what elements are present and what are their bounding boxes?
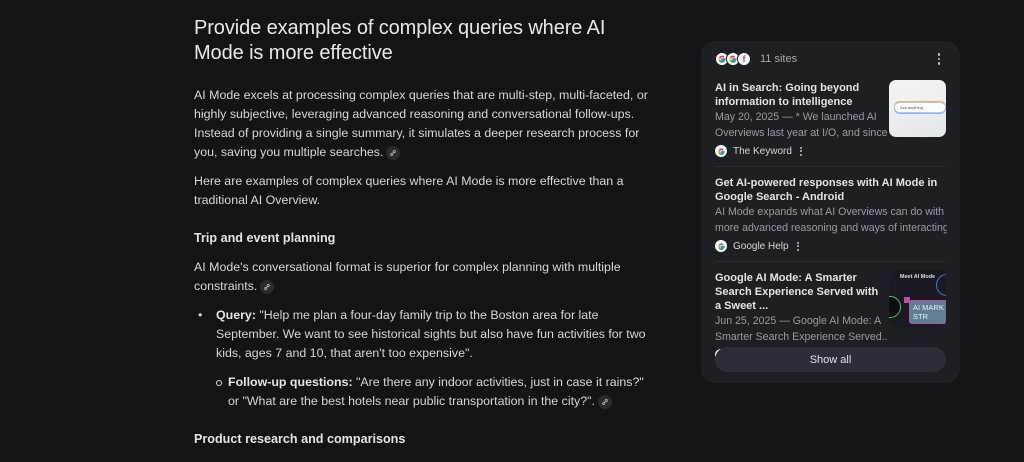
link-icon bbox=[390, 149, 397, 156]
link-icon bbox=[264, 283, 271, 290]
source-snippet: Smarter Search Experience Served... bbox=[715, 330, 887, 343]
query-label: Query: bbox=[216, 308, 256, 322]
source-footer: Google Help bbox=[715, 240, 946, 252]
followup-label: Follow-up questions: bbox=[228, 375, 353, 389]
query-list: Query: "Help me plan a four-day family t… bbox=[194, 306, 654, 411]
examples-intro: Here are examples of complex queries whe… bbox=[194, 174, 624, 207]
source-snippet: AI Mode expands what AI Overviews can do… bbox=[715, 206, 945, 218]
source-options-icon[interactable] bbox=[796, 241, 799, 251]
link-icon bbox=[602, 398, 608, 405]
thumbnail-searchbar: Ask anything bbox=[894, 102, 946, 113]
cyberlicious-favicon-icon: f bbox=[737, 52, 751, 66]
source-snippet: Overviews last year at I/O, and since... bbox=[715, 126, 887, 139]
source-snippet: Jun 25, 2025 — Google AI Mode: A bbox=[715, 315, 882, 327]
thumbnail-decoration bbox=[904, 297, 910, 303]
google-favicon-icon bbox=[715, 240, 727, 252]
source-thumbnail[interactable]: Ask anything bbox=[889, 80, 946, 137]
source-name: Google Help bbox=[733, 240, 789, 252]
page-title: Provide examples of complex queries wher… bbox=[194, 17, 606, 64]
source-title[interactable]: Get AI-powered responses with AI Mode in… bbox=[715, 177, 938, 203]
show-all-button[interactable]: Show all bbox=[715, 347, 946, 372]
more-options-icon[interactable] bbox=[932, 52, 946, 66]
source-thumbnail[interactable]: Meet AI Mode AI MARK STR bbox=[889, 270, 946, 327]
source-favicons: f bbox=[715, 52, 751, 66]
google-favicon-icon bbox=[715, 145, 727, 157]
section-heading-product: Product research and comparisons bbox=[194, 432, 406, 446]
source-card[interactable]: AI in Search: Going beyond information t… bbox=[715, 77, 946, 167]
source-title[interactable]: Google AI Mode: A Smarter Search Experie… bbox=[715, 272, 879, 312]
citation-link-button[interactable] bbox=[386, 145, 401, 160]
thumbnail-decoration bbox=[889, 296, 901, 318]
source-title[interactable]: AI in Search: Going beyond information t… bbox=[715, 82, 860, 108]
citation-link-button[interactable] bbox=[260, 279, 275, 294]
thumbnail-title: Meet AI Mode bbox=[899, 274, 936, 280]
list-item-followup: Follow-up questions: "Are there any indo… bbox=[216, 373, 654, 411]
section-description-trip: AI Mode's conversational format is super… bbox=[194, 260, 621, 294]
google-favicon-icon bbox=[726, 52, 740, 66]
section-heading-trip: Trip and event planning bbox=[194, 231, 336, 245]
sites-count: 11 sites bbox=[760, 53, 798, 65]
thumbnail-box: AI MARK STR bbox=[909, 300, 946, 324]
intro-paragraph: AI Mode excels at processing complex que… bbox=[194, 88, 648, 160]
source-snippet: more advanced reasoning and ways of inte… bbox=[715, 221, 947, 234]
source-options-icon[interactable] bbox=[799, 146, 802, 156]
sources-panel: f 11 sites AI in Search: Going beyond in… bbox=[701, 41, 960, 383]
source-snippet: May 20, 2025 — * We launched AI bbox=[715, 111, 877, 123]
followup-list: Follow-up questions: "Are there any indo… bbox=[216, 373, 654, 411]
source-footer: The Keyword bbox=[715, 145, 946, 157]
list-item-query: Query: "Help me plan a four-day family t… bbox=[194, 306, 654, 411]
source-card[interactable]: Get AI-powered responses with AI Mode in… bbox=[715, 167, 947, 262]
sources-header[interactable]: f 11 sites bbox=[715, 41, 946, 77]
source-name: The Keyword bbox=[733, 145, 792, 157]
ai-mode-response: Provide examples of complex queries wher… bbox=[194, 16, 654, 462]
thumbnail-decoration bbox=[936, 274, 946, 296]
citation-link-button[interactable] bbox=[597, 394, 612, 409]
